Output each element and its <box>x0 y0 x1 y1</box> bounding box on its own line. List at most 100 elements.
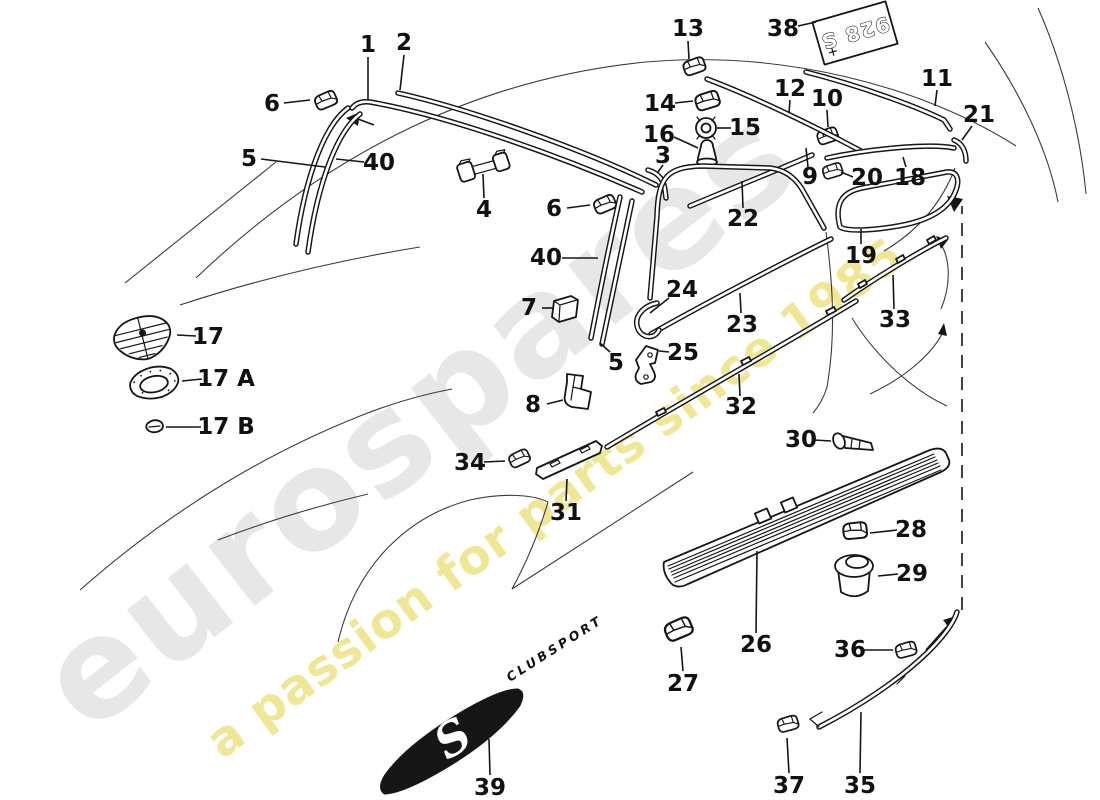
molding-tabs <box>655 235 937 728</box>
part-40-a-pillar-molding-core <box>306 112 362 254</box>
callout-leader-34-35 <box>483 460 506 463</box>
callout-label-25-23: 25 <box>667 340 699 366</box>
part-36-clip <box>894 640 918 659</box>
callout-label-7-30: 7 <box>521 295 537 321</box>
callout-label-37-42: 37 <box>773 773 805 799</box>
part-8-bracket <box>563 373 592 410</box>
part-4-connector <box>456 148 511 183</box>
part-37-clip <box>776 714 800 733</box>
part-1-roof-molding-core <box>350 100 644 194</box>
callout-label-6-4: 6 <box>264 91 280 117</box>
callout-leader-12-12 <box>788 99 791 114</box>
callout-label-21-15: 21 <box>963 102 995 128</box>
rear-hatch-sketch-2 <box>1037 7 1087 195</box>
callout-leader-10-13 <box>826 109 829 128</box>
callout-leader-16-10 <box>673 136 699 149</box>
callout-label-38-3: 38 <box>767 16 799 42</box>
part-26-door-sill <box>662 447 951 588</box>
callout-label-24-22: 24 <box>666 277 698 303</box>
callout-leader-6-4 <box>283 99 311 104</box>
callout-label-17-32: 17 <box>192 324 224 350</box>
callout-leader-21-15 <box>961 125 973 141</box>
callout-label-6-29: 6 <box>546 196 562 222</box>
callout-label-8-31: 8 <box>525 392 541 418</box>
part-6-clip-front <box>312 89 340 112</box>
callout-label-4-7: 4 <box>476 197 492 223</box>
callout-leader-24-22 <box>649 297 670 314</box>
callout-label-13-2: 13 <box>672 16 704 42</box>
callout-leader-31-36 <box>565 478 568 502</box>
direction-arrowhead-2 <box>938 323 947 336</box>
fender-sketch-2 <box>217 493 369 541</box>
callout-leader-5-27 <box>599 342 611 353</box>
callout-label-2-1: 2 <box>396 30 412 56</box>
callout-leader-30-26 <box>813 439 832 442</box>
part-35-wheel-arch-molding <box>816 609 960 730</box>
callout-label-40-6: 40 <box>363 150 395 176</box>
callout-leader-9-16 <box>805 147 809 168</box>
rocker-sketch-2 <box>511 501 549 590</box>
callout-label-30-26: 30 <box>785 427 817 453</box>
callout-label-22-19: 22 <box>727 206 759 232</box>
callout-label-36-41: 36 <box>834 637 866 663</box>
callout-leader-2-1 <box>399 54 405 91</box>
part-12-molding-core <box>705 77 863 153</box>
callout-leader-23-24 <box>739 292 742 314</box>
part-38-badge: 928 S <box>811 0 899 66</box>
cowl-sketch <box>179 246 421 306</box>
callout-label-17B-34: 17 B <box>197 414 255 440</box>
part-17-crest <box>113 315 172 361</box>
part-30-pin <box>832 432 874 451</box>
part-5-b-pillar-molding-core <box>600 199 634 346</box>
callout-leader-20-17 <box>840 171 854 178</box>
direction-arrow-curve-2 <box>869 329 945 395</box>
callout-label-15-9: 15 <box>729 115 761 141</box>
callout-leader-33-21 <box>892 274 895 310</box>
callout-label-40-28: 40 <box>530 245 562 271</box>
callout-leader-35-43 <box>859 711 862 774</box>
callout-leader-25-23 <box>658 350 670 353</box>
callout-leader-18-18 <box>902 156 907 168</box>
part-9-molding-core <box>688 153 814 208</box>
callout-label-11-14: 11 <box>921 66 953 92</box>
part-33-quarter-molding-core <box>842 236 948 302</box>
part-31-molding <box>535 440 603 480</box>
callout-leader-11-14 <box>934 89 938 107</box>
part-24-hook-core <box>635 301 661 338</box>
part-25-retainer <box>634 345 659 385</box>
part-17b-clip <box>145 419 164 434</box>
part-21-corner-core <box>952 138 968 163</box>
part-29-grommet <box>834 554 874 598</box>
callout-leader-17-32 <box>176 334 197 337</box>
door-cut-sketch <box>812 231 834 414</box>
callout-leader-38-3 <box>797 21 817 27</box>
callout-label-32-25: 32 <box>725 394 757 420</box>
callout-label-35-43: 35 <box>844 773 876 799</box>
small-parts <box>113 55 918 733</box>
part-18-molding-core <box>825 144 956 160</box>
callout-label-19-20: 19 <box>845 243 877 269</box>
rocker-sketch-1 <box>511 471 694 590</box>
part-17a-gasket <box>129 365 180 400</box>
wheel-arch-sketch <box>337 494 549 643</box>
callout-label-17A-33: 17 A <box>197 366 255 392</box>
part-15-grommet <box>695 116 717 140</box>
callout-leader-37-42 <box>786 737 790 774</box>
a-pillar-sketch <box>124 161 277 284</box>
callout-label-20-17: 20 <box>851 165 883 191</box>
fender-sketch-1 <box>79 388 453 591</box>
callout-label-33-21: 33 <box>879 307 911 333</box>
decal-clubsport-script: CLUBSPORT <box>504 612 606 684</box>
roofline-sketch <box>195 59 1017 279</box>
part-40-a-pillar-molding <box>305 111 363 255</box>
part-34-clip <box>506 447 533 470</box>
callout-leader-32-25 <box>738 373 741 397</box>
callout-label-14-8: 14 <box>644 91 676 117</box>
callout-leader-22-19 <box>741 180 744 209</box>
callout-label-1-0: 1 <box>360 32 376 58</box>
part-35-wheel-arch-molding-core <box>817 610 959 729</box>
part-3-elbow-core <box>646 168 668 200</box>
part-20-clip <box>821 161 844 180</box>
callout-label-29-40: 29 <box>896 561 928 587</box>
